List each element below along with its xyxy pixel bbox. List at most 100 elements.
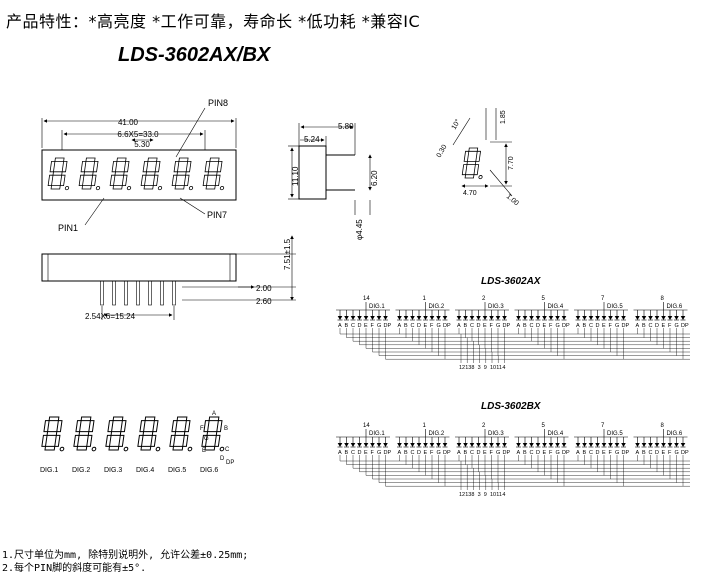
led-diode xyxy=(529,316,534,320)
segment-letter-label: A xyxy=(457,450,461,456)
segment-letter-label: D xyxy=(536,450,540,456)
digit-label: DIG.4 xyxy=(548,431,564,437)
led-diode xyxy=(442,316,448,320)
circuit-bx-title: LDS-3602BX xyxy=(481,401,542,412)
dim-lead-b: 2.60 xyxy=(256,297,272,306)
product-features: 产品特性：*高亮度 *工作可靠，寿命长 *低功耗 *兼容IC xyxy=(6,12,421,31)
led-diode xyxy=(667,316,673,320)
led-diode xyxy=(535,443,541,447)
led-diode xyxy=(370,316,375,320)
led-diode xyxy=(561,316,567,320)
segment-letter-label: F xyxy=(549,323,553,329)
segment-letter-label: B xyxy=(642,450,646,456)
segment-letter-label: G xyxy=(437,450,441,456)
led-diode xyxy=(410,316,415,320)
led-diode xyxy=(469,316,475,320)
segment-letter-label: D xyxy=(417,450,421,456)
led-diode xyxy=(456,316,462,320)
digit-label: DIG.5 xyxy=(168,467,186,474)
segment-letter-label: F xyxy=(430,450,434,456)
digit-label: DIG.5 xyxy=(607,431,623,437)
led-diode xyxy=(516,443,521,447)
segment-letter-label: C xyxy=(649,450,653,456)
led-diode xyxy=(661,316,666,320)
segment-pin-number: 13 xyxy=(465,492,471,498)
segment-pin-number: 11 xyxy=(496,365,502,371)
led-diode xyxy=(436,316,441,320)
digit-label: DIG.5 xyxy=(607,304,623,310)
segment-letter-label: D xyxy=(358,323,362,329)
digit-label: DIG.2 xyxy=(429,304,445,310)
segment-letter-label: DP xyxy=(384,450,392,456)
segment-letter-label: DP xyxy=(681,450,689,456)
front-digit-6 xyxy=(202,157,225,191)
led-diode xyxy=(542,443,547,447)
segment-letter-label: C xyxy=(649,323,653,329)
digit-label: DIG.6 xyxy=(667,431,683,437)
segment-letter-label: F xyxy=(371,450,375,456)
segment-letter-label: E xyxy=(543,323,547,329)
lead-pin xyxy=(100,280,104,306)
led-diode xyxy=(495,443,501,447)
segment-letter-label: D xyxy=(536,323,540,329)
segment-letter-label: DP xyxy=(681,323,689,329)
digit-pin-number: 14 xyxy=(363,296,370,302)
circuit-ax-title: LDS-3602AX xyxy=(481,276,542,287)
segment-pin-number: 3 xyxy=(478,492,481,498)
led-diode xyxy=(608,443,613,447)
digit-pin-number: 8 xyxy=(661,296,665,302)
led-diode xyxy=(495,316,501,320)
digit-pin-number: 5 xyxy=(542,296,546,302)
led-diode xyxy=(397,316,402,320)
led-diode xyxy=(648,316,653,320)
segment-letter-label: B xyxy=(642,323,646,329)
led-diode xyxy=(363,443,369,447)
led-diode xyxy=(654,443,660,447)
led-diode xyxy=(522,316,528,320)
led-diode xyxy=(463,443,468,447)
dim-pin-pitch: 2.54X6=15.24 xyxy=(85,312,136,321)
segment-letter-label: G xyxy=(615,450,619,456)
segment-letter-label: D xyxy=(477,450,481,456)
segment-letter-label: G xyxy=(377,323,381,329)
segment-letter-label: A xyxy=(398,450,402,456)
segment-letter-label: E xyxy=(483,450,487,456)
segment-letter-label: E xyxy=(483,323,487,329)
segment-letter-label: DP xyxy=(562,323,570,329)
segment-letter-label: D xyxy=(596,450,600,456)
segment-letter-label: B xyxy=(583,323,587,329)
led-diode xyxy=(436,443,441,447)
segment-pin-number: 8 xyxy=(471,492,474,498)
led-diode xyxy=(489,316,494,320)
led-diode xyxy=(363,316,369,320)
dim-angle-top: 10° xyxy=(450,118,462,131)
segment-pin-number: 4 xyxy=(502,492,505,498)
segment-letter-label: C xyxy=(530,450,534,456)
led-diode xyxy=(502,316,507,320)
led-diode xyxy=(548,443,554,447)
segment-letter-label: C xyxy=(530,323,534,329)
digit-detail: 10° 0.30 1.85 7.70 4.70 1.00 xyxy=(436,108,520,207)
display-digit-5 xyxy=(169,416,193,452)
led-diode xyxy=(482,316,488,320)
lead-pin xyxy=(160,280,164,306)
segment-letter-label: C xyxy=(589,323,593,329)
led-diode xyxy=(595,443,600,447)
led-diode xyxy=(588,443,594,447)
led-diode xyxy=(397,443,402,447)
segment-letter-label: E xyxy=(662,323,666,329)
segment-letter-label: E xyxy=(602,450,606,456)
segment-letter-label: D xyxy=(417,323,421,329)
segment-letter-label: E xyxy=(424,323,428,329)
led-diode xyxy=(476,316,481,320)
segment-letter-label: C xyxy=(470,323,474,329)
led-diode xyxy=(661,443,666,447)
led-diode xyxy=(555,316,560,320)
lead-pin xyxy=(172,280,176,306)
led-diode xyxy=(410,443,415,447)
segment-letter-label: F xyxy=(668,450,672,456)
digit-pin-number: 5 xyxy=(542,423,546,429)
